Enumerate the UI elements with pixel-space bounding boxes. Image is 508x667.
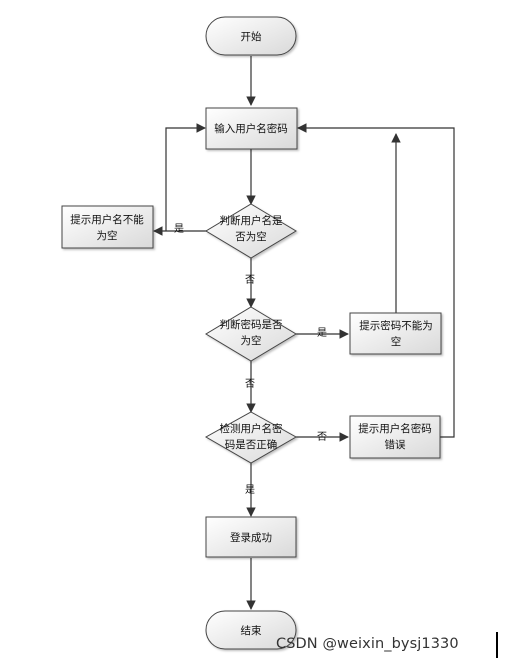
- edge-label-correct-yes: 是: [245, 484, 255, 496]
- edge-label-pwd-empty-yes: 是: [317, 327, 327, 339]
- node-tip-user-empty-line2: 为空: [97, 229, 118, 242]
- node-input: [205, 107, 298, 150]
- node-login-ok: [205, 516, 297, 558]
- node-check-pwd-empty: [205, 306, 297, 362]
- text-cursor: [496, 632, 498, 658]
- node-tip-pwd-empty-line2: 空: [391, 335, 402, 348]
- edge-tip-wrong-back: [297, 123, 455, 438]
- node-tip-pwd-empty: [349, 312, 442, 355]
- watermark: CSDN @weixin_bysj1330: [276, 636, 459, 652]
- edge-label-user-empty-no: 否: [245, 274, 255, 286]
- node-tip-user-empty-line1: 提示用户名不能: [70, 213, 144, 226]
- node-tip-user-empty: [61, 205, 154, 249]
- node-check-user-empty-line1: 判断用户名是: [220, 214, 283, 227]
- node-end-label: 结束: [241, 624, 262, 637]
- node-check-correct-line2: 码是否正确: [225, 438, 278, 451]
- node-input-label: 输入用户名密码: [214, 122, 288, 135]
- edge-label-user-empty-yes: 是: [174, 223, 184, 235]
- node-tip-wrong: [349, 415, 441, 459]
- node-check-correct-line1: 检测用户名密: [220, 422, 283, 435]
- node-check-user-empty: [205, 203, 297, 259]
- node-check-pwd-empty-line2: 为空: [241, 334, 262, 347]
- node-start-label: 开始: [241, 30, 262, 43]
- edge-label-pwd-empty-no: 否: [245, 378, 255, 390]
- node-start: [205, 16, 297, 56]
- node-tip-wrong-line1: 提示用户名密码: [358, 422, 432, 435]
- edge-tip-user-back: [165, 123, 206, 231]
- node-check-correct: [204, 411, 298, 464]
- node-check-pwd-empty-line1: 判断密码是否: [220, 318, 283, 331]
- node-end: [205, 610, 297, 650]
- node-check-user-empty-line2: 否为空: [235, 230, 267, 243]
- node-tip-wrong-line2: 错误: [385, 438, 406, 451]
- node-tip-pwd-empty-line1: 提示密码不能为: [359, 319, 433, 332]
- edge-label-correct-no: 否: [317, 431, 327, 443]
- node-login-ok-label: 登录成功: [230, 531, 272, 544]
